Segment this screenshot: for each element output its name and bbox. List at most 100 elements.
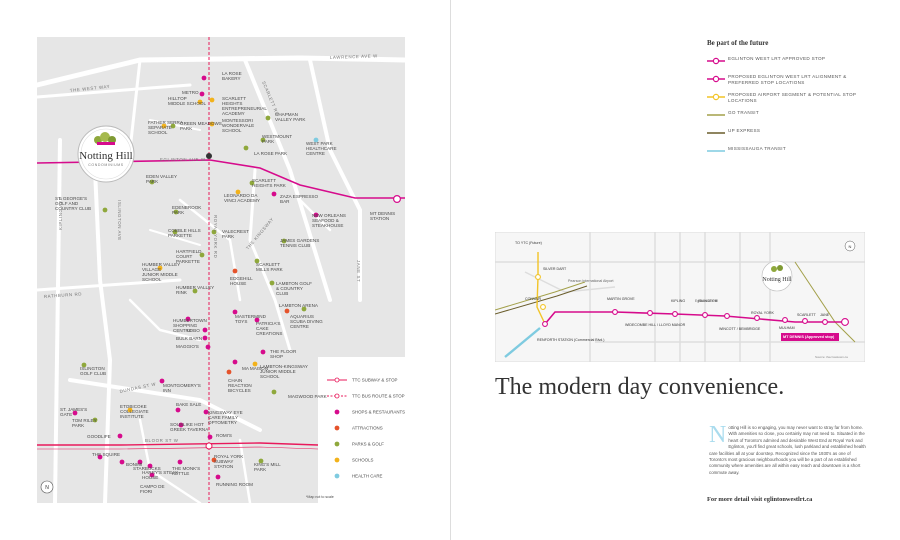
marker-la-rose-bakery — [201, 75, 207, 81]
marker-bake-sale — [175, 407, 181, 413]
legend-label: GO TRANSIT — [728, 110, 759, 115]
logo-tagline: CONDOMINIUMS — [88, 163, 123, 167]
marker-starbucks — [137, 459, 143, 465]
legend-line-icon — [707, 93, 725, 101]
marker-souslike-hot-greek-taverna — [178, 422, 184, 428]
label-metro: METRO — [182, 90, 199, 95]
legend-line-icon — [707, 114, 725, 116]
marker-scarlett-mills-park — [254, 258, 260, 264]
marker-kingsway-eye-care-family-optometry — [203, 409, 209, 415]
map-note: *Map not to scale — [306, 495, 334, 499]
legend-dot-shops-restaurants — [334, 409, 340, 415]
marker-lambton-golf-country-club — [269, 280, 275, 286]
stop-widecombe-hill-lloyd-manor — [647, 310, 653, 316]
street-rathburn: RATHBURN RD — [44, 291, 82, 299]
marker-chapman-valley-park — [265, 115, 271, 121]
marker-ma-maison — [232, 359, 238, 365]
marker-magwood-park — [271, 389, 277, 395]
stop-label-martin-grove: MARTIN GROVE — [607, 297, 635, 301]
street-kipling: KIPLING AVE — [58, 197, 63, 230]
street-jane: JANE ST — [356, 260, 361, 282]
logo-name: Notting Hill — [79, 150, 132, 162]
stop-convair — [540, 304, 546, 310]
stop-label-convair: CONVAIR — [525, 297, 542, 301]
right-page: Be part of the future EGLINTON WEST LRT … — [450, 0, 900, 540]
stop-label-scarlett: SCARLETT — [797, 313, 817, 317]
headline: The modern day convenience. — [495, 374, 785, 400]
marker-montessori-wondervale-school — [209, 121, 215, 127]
marker-hilltop-middle-school — [197, 99, 203, 105]
legend-label: PROPOSED EGLINTON WEST LRT ALIGNMENT & P… — [728, 74, 847, 85]
street-bloor: BLOOR ST W — [145, 438, 179, 443]
marker-chain-reaction-bicycles — [226, 369, 232, 375]
more-info-link[interactable]: For more detail visit eglintonwestlrt.ca — [707, 496, 813, 503]
marker-running-room — [215, 474, 221, 480]
marker-royal-york-subway-station — [211, 457, 217, 463]
marker-lambton-arena — [284, 308, 290, 314]
stop-renforth-station-commercial-blvd — [542, 321, 548, 327]
street-royal-york: ROYAL YORK RD — [213, 215, 218, 258]
label-lambton-arena: LAMBTON ARENA — [279, 303, 319, 308]
legend-row-up-express: UP EXPRESS — [707, 128, 867, 140]
stop-label-widecombe-hill-lloyd-manor: WIDECOMBE HILL / LLOYD MANOR — [625, 323, 686, 327]
marker-humbertown-shopping-centre — [185, 316, 191, 322]
dropcap: N — [709, 422, 727, 448]
legend-dot-schools — [334, 457, 340, 463]
svg-text:N: N — [849, 244, 852, 249]
street-islington: ISLINGTON AVE — [117, 200, 122, 241]
mt-dennis-badge — [781, 333, 839, 341]
marker-eden-valley-park — [149, 179, 155, 185]
label-bake-sale: BAKE SALE — [176, 402, 201, 407]
royal-york-subway-stop-icon — [205, 442, 213, 450]
legend-label: PROPOSED AIRPORT SEGMENT & POTENTIAL STO… — [728, 92, 857, 103]
marker-cobble-hills-parkette — [172, 229, 178, 235]
marker-scarlett-heights-park — [249, 180, 255, 186]
marker-montgomery-s-inn — [159, 378, 165, 384]
marker-west-park-healthcare-centre — [313, 137, 319, 143]
legend-label: MISSISSAUGA TRANSIT — [728, 146, 786, 151]
marker-leonardo-da-vinci-academy — [235, 189, 241, 195]
eglinton-label: Eglinton Ave W — [695, 299, 719, 303]
legend-row-proposed-airport-segment-potential-stop-locations: PROPOSED AIRPORT SEGMENT & POTENTIAL STO… — [707, 92, 867, 104]
stop-label-islington: ISLINGTON — [698, 299, 718, 303]
marker-hartfield-court-parkette — [199, 252, 205, 258]
label-la-rose-park: LA ROSE PARK — [254, 151, 288, 156]
marker-harry-s-steak-house — [147, 463, 153, 469]
legend-label-ttc-subway-stop: TTC SUBWAY & STOP — [352, 378, 398, 383]
marker-edgehill-house — [232, 268, 238, 274]
stop-kipling — [672, 311, 678, 317]
stop-silver-dart — [535, 274, 541, 280]
marker-st-james-s-gate — [72, 410, 78, 416]
marker-romi-s — [207, 434, 213, 440]
marker-islington-golf-club — [81, 362, 87, 368]
marker-bulk-barn — [202, 335, 208, 341]
stop-martin-grove — [612, 309, 618, 315]
stop-mulham — [782, 317, 788, 323]
